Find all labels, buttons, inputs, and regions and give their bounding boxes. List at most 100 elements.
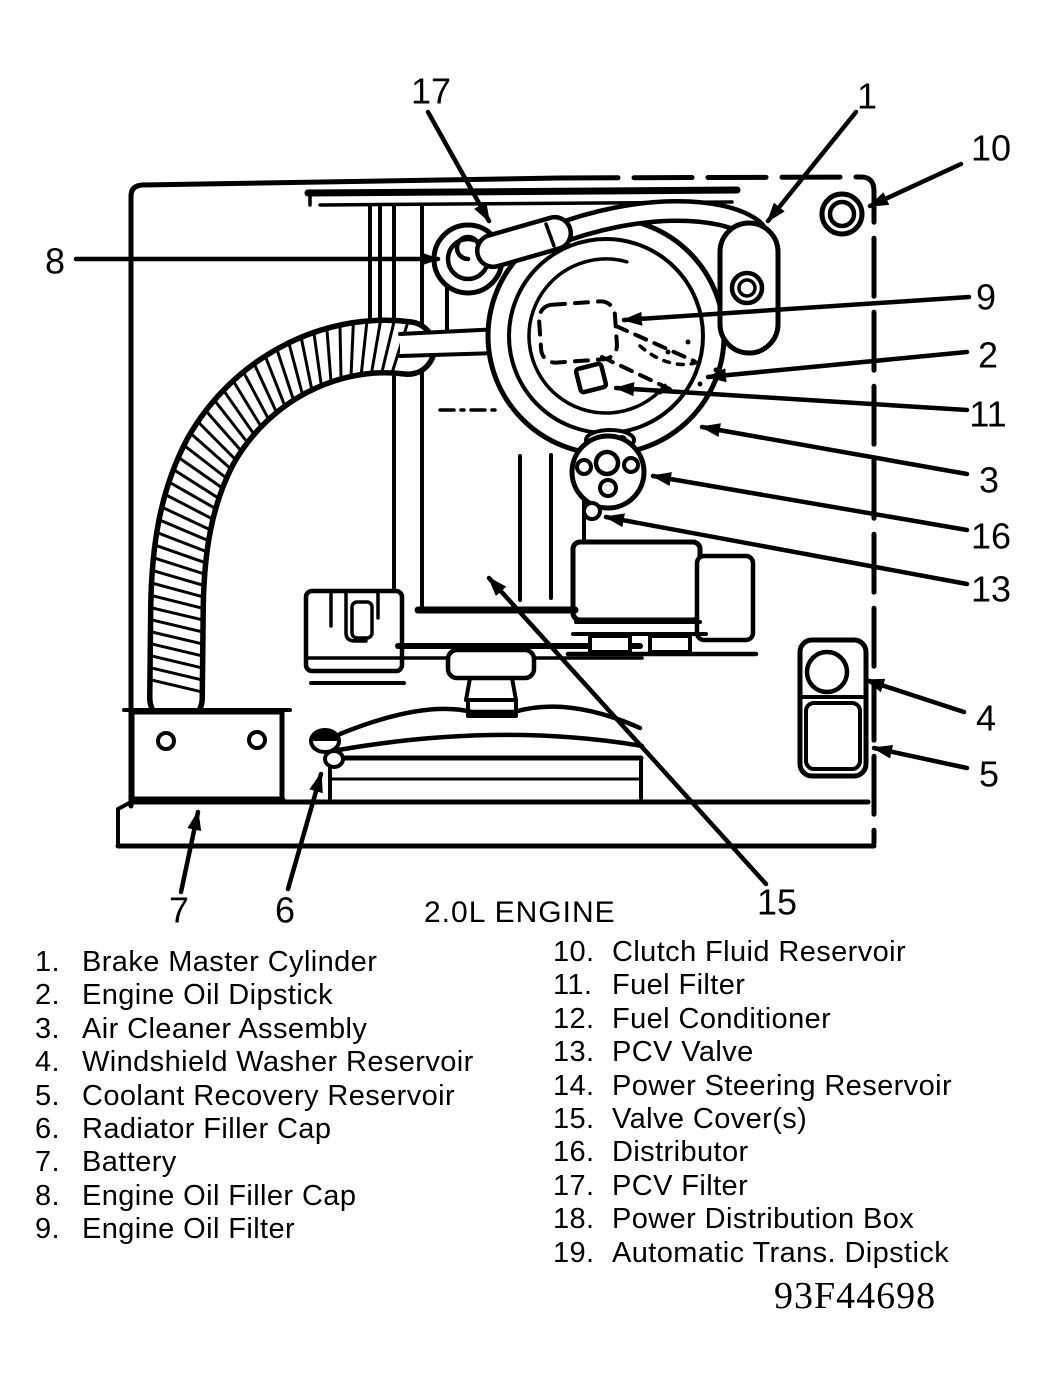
- legend-item: 9.Engine Oil Filter: [35, 1213, 474, 1246]
- legend-item-number: 17.: [553, 1169, 595, 1202]
- callout-1: 1: [857, 76, 877, 117]
- callout-arrows: [73, 109, 972, 895]
- callout-10: 10: [971, 128, 1011, 169]
- callout-6: 6: [275, 890, 295, 931]
- arrow-15: [486, 575, 769, 887]
- arrow-13: [603, 513, 970, 587]
- legend-item: 11. Fuel Filter: [553, 969, 952, 1002]
- air-cleaner-snout: [398, 327, 502, 358]
- fuel-filter: [573, 361, 609, 395]
- callout-9: 9: [976, 277, 996, 318]
- arrow-5: [871, 744, 970, 771]
- legend-item: 19. Automatic Trans. Dipstick: [553, 1237, 952, 1270]
- callout-4: 4: [976, 698, 996, 739]
- legend-item-label: Power Steering Reservoir: [612, 1069, 953, 1102]
- legend-item-label: Fuel Filter: [612, 969, 746, 1002]
- legend-item: 2. Engine Oil Dipstick: [35, 979, 474, 1012]
- legend-item-label: PCV Valve: [612, 1036, 754, 1069]
- legend-item-label: PCV Filter: [612, 1169, 749, 1202]
- arrow-16: [650, 472, 970, 533]
- distributor: [569, 428, 647, 511]
- legend-item-number: 18.: [553, 1203, 595, 1236]
- legend-item: 16. Distributor: [553, 1136, 952, 1169]
- legend-item: 1. Brake Master Cylinder: [35, 946, 474, 979]
- callout-2: 2: [978, 335, 998, 376]
- legend-item-label: Fuel Conditioner: [612, 1002, 832, 1035]
- legend-item-number: 1.: [35, 946, 60, 978]
- legend-item: 15.Valve Cover(s): [553, 1103, 952, 1136]
- legend-item-number: 12.: [553, 1002, 595, 1035]
- engine-oil-filter-hidden: [537, 299, 619, 365]
- arrow-17: [425, 109, 492, 224]
- arrow-2: [705, 349, 970, 383]
- arrow-4: [863, 677, 967, 715]
- brake-master-cylinder: [717, 220, 781, 356]
- legend-item-number: 2.: [35, 979, 60, 1012]
- fuel-conditioner-box: [565, 539, 759, 657]
- legend-item: 7. Battery: [35, 1146, 474, 1179]
- callout-8: 8: [45, 241, 65, 282]
- legend-item-number: 11.: [553, 969, 593, 1002]
- power-distribution-box: [303, 588, 406, 685]
- legend-item-label: Engine Oil Filler Cap: [82, 1179, 357, 1212]
- legend-item-label: Windshield Washer Reservoir: [82, 1046, 474, 1079]
- callout-7: 7: [169, 890, 189, 931]
- pcv-filter: [474, 214, 574, 270]
- arrow-3: [699, 423, 970, 477]
- legend-item-label: Automatic Trans. Dipstick: [612, 1236, 950, 1269]
- legend-item-label: Distributor: [612, 1136, 749, 1169]
- diagram-caption: 2.0L ENGINE: [424, 896, 616, 929]
- legend-item-number: 16.: [553, 1136, 595, 1169]
- arrow-7: [178, 809, 202, 895]
- callout-13: 13: [971, 569, 1011, 610]
- radiator: [327, 755, 644, 802]
- legend-item-number: 6.: [35, 1112, 60, 1145]
- legend-item: 18. Power Distribution Box: [553, 1203, 952, 1236]
- legend-item-label: Brake Master Cylinder: [82, 946, 378, 978]
- legend-item-number: 3.: [35, 1012, 60, 1045]
- legend-item-label: Air Cleaner Assembly: [82, 1012, 368, 1045]
- legend-column-left: 1. Brake Master Cylinder 2. Engine Oil Dip…: [35, 946, 474, 1247]
- figure-code: 93F44698: [774, 1275, 937, 1317]
- arrow-6: [285, 771, 324, 892]
- radiator-filler-cap: [309, 728, 345, 769]
- clutch-fluid-reservoir: [819, 191, 865, 237]
- legend-item: 6. Radiator Filler Cap: [35, 1113, 474, 1146]
- callout-15: 15: [757, 882, 797, 923]
- legend-item-number: 19.: [553, 1236, 595, 1269]
- legend-item: 5. Coolant Recovery Reservoir: [35, 1080, 474, 1113]
- legend-item-label: Coolant Recovery Reservoir: [82, 1079, 456, 1112]
- legend-item-number: 4.: [35, 1046, 60, 1079]
- pcv-valve: [582, 501, 602, 521]
- legend-item-number: 8.: [35, 1179, 60, 1212]
- legend-item-number: 14.: [553, 1069, 595, 1102]
- legend-item-label: Radiator Filler Cap: [82, 1112, 332, 1145]
- callout-16: 16: [971, 516, 1011, 557]
- callout-11: 11: [969, 394, 1006, 435]
- legend-item: 3. Air Cleaner Assembly: [35, 1013, 474, 1046]
- arrow-10: [867, 161, 964, 209]
- arrow-11: [613, 382, 970, 413]
- callout-3: 3: [979, 460, 999, 501]
- legend-item: 14. Power Steering Reservoir: [553, 1070, 952, 1103]
- battery: [122, 708, 292, 805]
- washer-and-coolant-reservoir: [797, 637, 869, 779]
- legend-item-label: Engine Oil Filter: [82, 1213, 296, 1246]
- legend-item: 10. Clutch Fluid Reservoir: [553, 936, 952, 969]
- fan-shroud-and-pulley: [304, 643, 645, 753]
- legend-item: 4. Windshield Washer Reservoir: [35, 1046, 474, 1079]
- callout-5: 5: [979, 754, 999, 795]
- legend-item: 17. PCV Filter: [553, 1170, 952, 1203]
- legend-item: 12. Fuel Conditioner: [553, 1003, 952, 1036]
- legend-item-number: 10.: [553, 936, 595, 968]
- legend-item-number: 13.: [553, 1036, 595, 1069]
- legend-item-label: Battery: [82, 1146, 177, 1179]
- legend-item-label: Engine Oil Dipstick: [82, 979, 333, 1012]
- legend-item-label: Power Distribution Box: [612, 1203, 915, 1236]
- engine-compartment-diagram: 17 1 10 8 9 2 11 3 16 13 4 5 7 6 15: [45, 71, 1011, 931]
- legend-item-number: 5.: [35, 1079, 60, 1112]
- legend-item-label: Clutch Fluid Reservoir: [612, 936, 907, 968]
- legend-item-label: Valve Cover(s): [612, 1102, 808, 1135]
- legend-item-number: 7.: [35, 1146, 60, 1179]
